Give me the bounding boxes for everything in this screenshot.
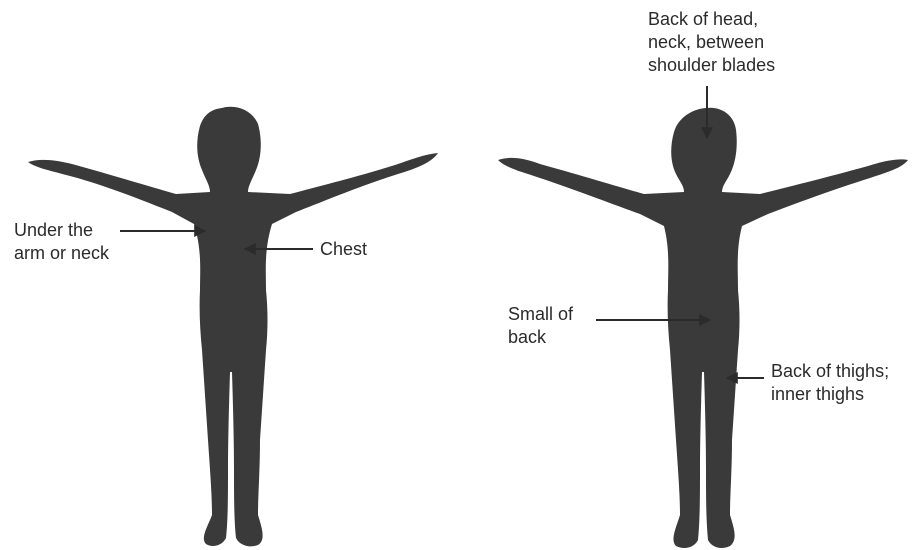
label-small-of-back-line-2: back <box>508 326 573 349</box>
label-under-arm-line-1: Under the <box>14 219 109 242</box>
label-head-neck-line-2: neck, between <box>648 31 775 54</box>
label-under-arm: Under the arm or neck <box>14 219 109 265</box>
label-chest: Chest <box>320 238 367 261</box>
label-head-neck: Back of head, neck, between shoulder bla… <box>648 8 775 77</box>
label-thighs: Back of thighs; inner thighs <box>771 360 889 406</box>
label-head-neck-line-3: shoulder blades <box>648 54 775 77</box>
label-under-arm-line-2: arm or neck <box>14 242 109 265</box>
label-thighs-line-1: Back of thighs; <box>771 360 889 383</box>
label-small-of-back: Small of back <box>508 303 573 349</box>
front-silhouette <box>28 107 438 547</box>
label-thighs-line-2: inner thighs <box>771 383 889 406</box>
label-head-neck-line-1: Back of head, <box>648 8 775 31</box>
label-chest-line-1: Chest <box>320 238 367 261</box>
label-small-of-back-line-1: Small of <box>508 303 573 326</box>
front-view-figure <box>28 107 438 547</box>
